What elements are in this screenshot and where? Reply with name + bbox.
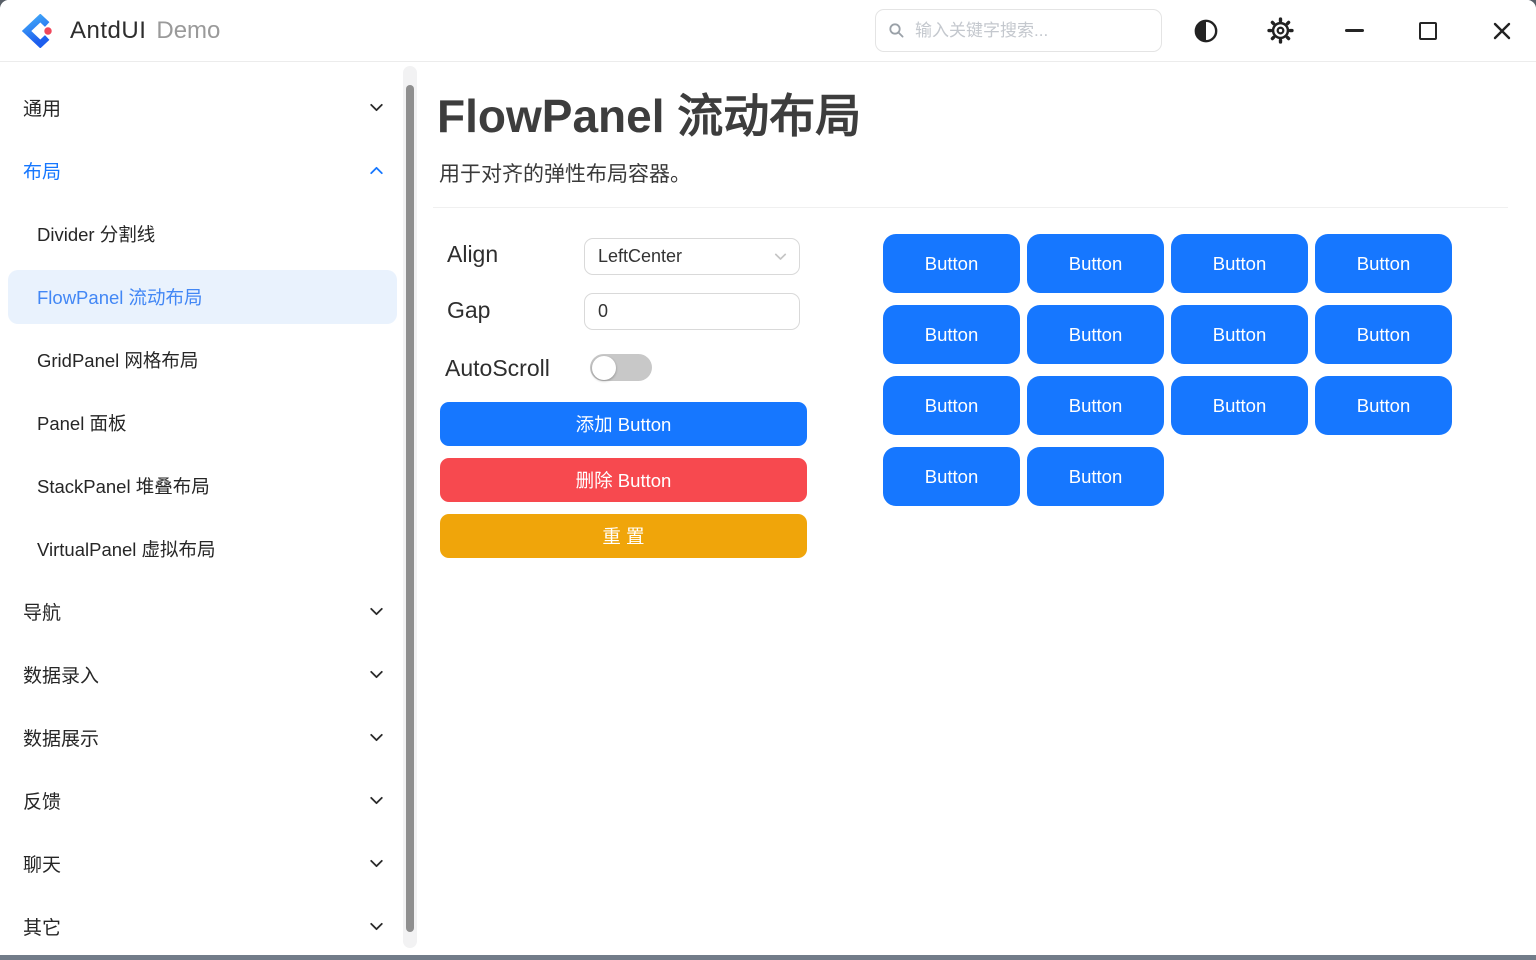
minimize-button[interactable] [1340, 17, 1368, 45]
sidebar-item-label: Panel 面板 [37, 412, 127, 434]
page-subtitle: 用于对齐的弹性布局容器。 [439, 163, 691, 186]
sidebar-item-navigation[interactable]: 导航 [0, 580, 400, 643]
chevron-down-icon [366, 854, 386, 874]
theme-toggle-icon[interactable] [1192, 17, 1220, 45]
chevron-down-icon [366, 665, 386, 685]
sidebar-item-chat[interactable]: 聊天 [0, 832, 400, 895]
flow-button[interactable]: Button [1027, 305, 1164, 364]
sidebar-item-label: 聊天 [23, 855, 62, 876]
toggle-knob [592, 355, 616, 380]
add-button[interactable]: 添加 Button [440, 402, 807, 446]
content-divider [433, 207, 1508, 208]
sidebar-item-stackpanel[interactable]: StackPanel 堆叠布局 [0, 454, 400, 517]
sidebar-item-other[interactable]: 其它 [0, 895, 400, 955]
sidebar-item-virtualpanel[interactable]: VirtualPanel 虚拟布局 [0, 517, 400, 580]
search-input[interactable] [913, 19, 1149, 42]
sidebar-item-label: 导航 [23, 603, 62, 624]
sidebar-scrollbar-thumb[interactable] [406, 85, 414, 932]
flow-button[interactable]: Button [1315, 234, 1452, 293]
sidebar-item-flowpanel[interactable]: FlowPanel 流动布局 [8, 269, 397, 324]
gap-label: Gap [447, 297, 491, 323]
chevron-down-icon [366, 791, 386, 811]
flow-button[interactable]: Button [1171, 305, 1308, 364]
sidebar-item-label: 数据展示 [23, 729, 100, 750]
chevron-down-icon [366, 917, 386, 937]
close-button[interactable] [1488, 17, 1516, 45]
flow-panel: Button Button Button Button Button Butto… [883, 234, 1452, 506]
autoscroll-label: AutoScroll [445, 355, 550, 381]
window-bottom-edge [0, 955, 1536, 960]
align-select[interactable]: LeftCenter [584, 238, 800, 275]
sidebar-item-label: VirtualPanel 虚拟布局 [37, 538, 216, 560]
sidebar-item-label: 布局 [23, 162, 62, 183]
flow-button[interactable]: Button [1171, 376, 1308, 435]
app-logo-icon [21, 13, 52, 48]
gap-input-box [584, 293, 800, 330]
sidebar-item-label: Divider 分割线 [37, 223, 156, 245]
page-title: FlowPanel 流动布局 [437, 90, 862, 142]
sidebar-item-divider[interactable]: Divider 分割线 [0, 202, 400, 265]
sidebar-item-data-display[interactable]: 数据展示 [0, 706, 400, 769]
sidebar: 通用 布局 Divider 分割线 FlowPanel 流动布局 GridPan… [0, 61, 400, 955]
flow-button[interactable]: Button [1315, 305, 1452, 364]
align-label: Align [447, 241, 499, 267]
chevron-down-icon [772, 248, 789, 265]
brand-suffix: Demo [156, 16, 221, 44]
flow-button[interactable]: Button [883, 234, 1020, 293]
sidebar-item-panel[interactable]: Panel 面板 [0, 391, 400, 454]
sidebar-item-label: 数据录入 [23, 666, 100, 687]
sidebar-item-label: FlowPanel 流动布局 [37, 286, 203, 308]
flow-button[interactable]: Button [883, 305, 1020, 364]
delete-button[interactable]: 删除 Button [440, 458, 807, 502]
settings-gear-icon[interactable] [1266, 17, 1294, 45]
chevron-down-icon [366, 728, 386, 748]
search-box[interactable] [875, 9, 1162, 52]
chevron-down-icon [366, 602, 386, 622]
sidebar-item-label: 反馈 [23, 792, 62, 813]
sidebar-item-layout[interactable]: 布局 [0, 139, 400, 202]
flow-button[interactable]: Button [1027, 447, 1164, 506]
flow-button[interactable]: Button [883, 376, 1020, 435]
sidebar-item-data-entry[interactable]: 数据录入 [0, 643, 400, 706]
titlebar-icons [1192, 0, 1516, 61]
reset-button[interactable]: 重 置 [440, 514, 807, 558]
align-select-value: LeftCenter [598, 246, 683, 266]
sidebar-item-gridpanel[interactable]: GridPanel 网格布局 [0, 328, 400, 391]
sidebar-item-label: 其它 [23, 918, 62, 939]
search-icon [889, 23, 904, 38]
sidebar-item-feedback[interactable]: 反馈 [0, 769, 400, 832]
maximize-button[interactable] [1414, 17, 1442, 45]
sidebar-item-label: GridPanel 网格布局 [37, 349, 199, 371]
flow-button[interactable]: Button [1027, 376, 1164, 435]
flow-button[interactable]: Button [1171, 234, 1308, 293]
chevron-up-icon [366, 161, 386, 181]
autoscroll-toggle[interactable] [590, 354, 652, 381]
sidebar-item-general[interactable]: 通用 [0, 76, 400, 139]
flow-button[interactable]: Button [1315, 376, 1452, 435]
sidebar-item-label: StackPanel 堆叠布局 [37, 475, 210, 497]
chevron-down-icon [366, 98, 386, 118]
sidebar-item-label: 通用 [23, 99, 62, 120]
flow-button[interactable]: Button [1027, 234, 1164, 293]
titlebar: AntdUI Demo [0, 0, 1536, 62]
brand-name: AntdUI [70, 16, 147, 44]
gap-input[interactable] [585, 301, 799, 322]
flow-button[interactable]: Button [883, 447, 1020, 506]
app-brand: AntdUI Demo [21, 0, 220, 61]
sidebar-scrollbar-track[interactable] [403, 66, 417, 948]
